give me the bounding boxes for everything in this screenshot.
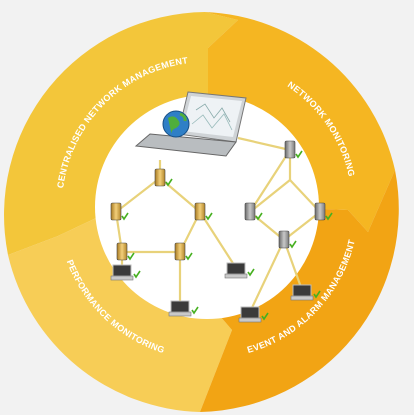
segment-centralised-network-management	[4, 12, 239, 255]
terminal-icon	[290, 284, 321, 301]
network-link	[283, 211, 321, 241]
server-tower-icon	[154, 168, 173, 187]
green-check-icon	[325, 212, 333, 221]
green-check-icon	[165, 178, 173, 187]
green-check-icon	[185, 252, 193, 261]
server-tower-icon	[110, 202, 129, 221]
terminal-icon	[110, 264, 141, 281]
terminal-icon	[168, 300, 199, 317]
server-tower-icon	[284, 140, 303, 159]
network-link	[115, 177, 161, 213]
green-check-icon	[127, 252, 135, 261]
green-check-icon	[261, 312, 269, 321]
network-link	[249, 239, 285, 313]
green-check-icon	[247, 268, 255, 277]
green-check-icon	[133, 270, 141, 279]
network-link	[237, 136, 291, 152]
green-check-icon	[295, 150, 303, 159]
inner-circle	[95, 95, 319, 319]
green-check-icon	[205, 212, 213, 221]
network-link	[249, 149, 291, 213]
segment-performance-monitoring	[8, 210, 232, 412]
cycle-ring	[4, 12, 399, 412]
green-check-icon	[313, 290, 321, 299]
segment-network-monitoring	[205, 12, 395, 232]
server-tower-icon	[116, 242, 135, 261]
green-check-icon	[191, 306, 199, 315]
laptop-globe-icon	[134, 91, 247, 157]
green-check-icon	[289, 240, 297, 249]
green-check-icon	[255, 212, 263, 221]
terminal-icon	[224, 262, 255, 279]
network-link	[249, 179, 291, 213]
server-tower-icon	[314, 202, 333, 221]
network-links	[114, 136, 321, 313]
network-link	[199, 211, 237, 269]
server-tower-icon	[194, 202, 213, 221]
network-devices	[110, 140, 333, 323]
server-tower-icon	[174, 242, 193, 261]
server-tower-icon	[244, 202, 263, 221]
green-check-icon	[121, 212, 129, 221]
terminal-icon	[238, 306, 269, 323]
network-link	[282, 239, 304, 291]
server-tower-icon	[278, 230, 297, 249]
